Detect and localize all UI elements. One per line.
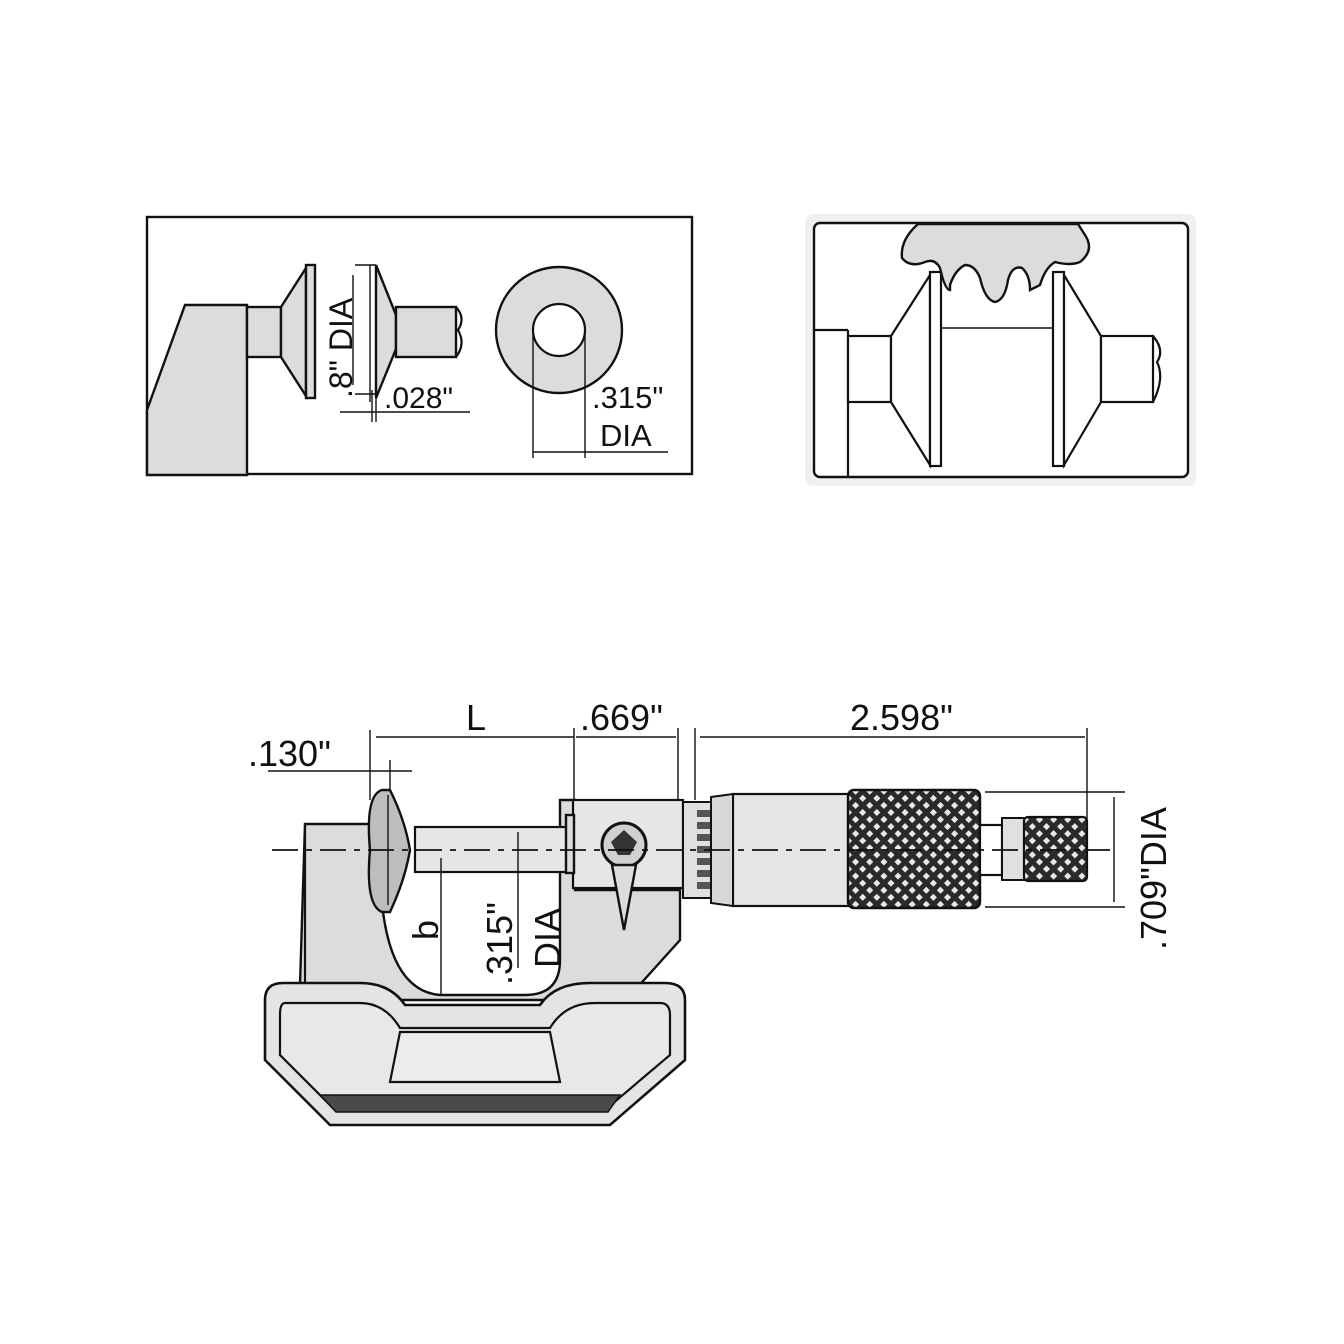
measuring-disc [367, 788, 412, 914]
disc-diameter-label: .8" DIA [323, 297, 359, 398]
right-shaft [394, 305, 458, 359]
knurled-thimble [846, 788, 982, 910]
sleeve-width-label: .669" [580, 697, 663, 738]
right-disc [1051, 270, 1066, 468]
base-dark-band [318, 1094, 622, 1113]
bore-dia-suffix: DIA [600, 418, 652, 453]
anvil-detail-panel: .8" DIA .028" .315" DIA [145, 215, 694, 477]
disc-edge-label: .130" [248, 733, 331, 774]
right-shaft [1099, 334, 1155, 404]
micrometer-main-view: .130" L .669" 2.598" .709"DIA b .315" DI… [248, 697, 1174, 1127]
gear-icon [900, 222, 1091, 304]
disc-thickness-label: .028" [384, 382, 453, 415]
thimble-diameter-label: .709"DIA [1133, 807, 1174, 950]
depth-label: b [405, 920, 446, 940]
gear-detail-panel [805, 214, 1196, 486]
length-label: L [466, 697, 486, 738]
clamp-star [611, 830, 637, 855]
spindle-diameter-label: .315" [479, 902, 520, 985]
left-disc [928, 270, 943, 468]
base-plate [388, 1030, 562, 1084]
frame-body [145, 303, 249, 477]
anvil-stub [846, 334, 893, 404]
clamp-lever [610, 863, 638, 931]
thimble-length-label: 2.598" [850, 697, 953, 738]
sleeve-collar [564, 813, 576, 875]
left-disc [304, 263, 317, 400]
bore-diameter-label: .315" [592, 380, 663, 415]
ratchet-stop [1022, 815, 1089, 883]
bore-hole [531, 302, 587, 358]
spindle-dia-suffix: DIA [527, 908, 568, 968]
anvil-stub [245, 305, 283, 359]
